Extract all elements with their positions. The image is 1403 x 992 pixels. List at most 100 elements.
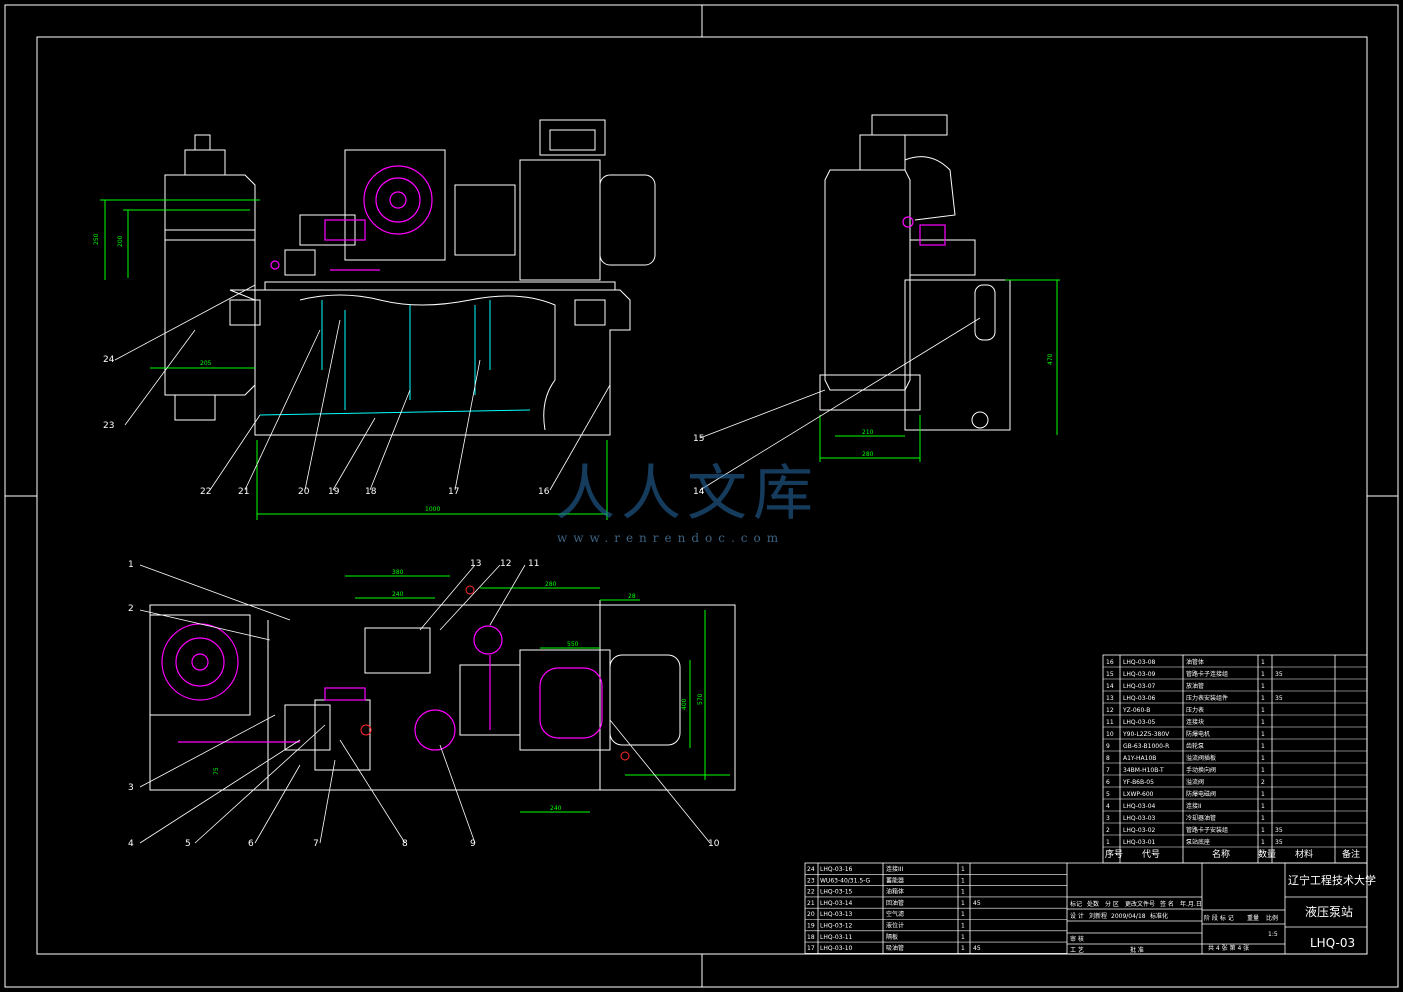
bom-header: 序号 代号 名称 数量 材料 备注 [1105, 848, 1360, 860]
tb-sign: 签 名 [1160, 900, 1174, 908]
bom-upper-code: LHQ-03-02 [1123, 827, 1156, 834]
bom-upper-qty: 1 [1261, 719, 1265, 726]
bom-upper-material: 35 [1275, 671, 1283, 678]
bom-upper-code: LXWP-600 [1123, 791, 1154, 798]
bom-lower-name: 液位计 [886, 922, 904, 930]
bom-lower-qty: 1 [961, 934, 965, 941]
callout-11: 11 [528, 559, 539, 569]
bom-lower-no: 24 [807, 866, 815, 873]
bom-upper-qty: 1 [1261, 803, 1265, 810]
bom-lower-name: 空气滤 [886, 910, 904, 918]
dim-side-width-outer: 280 [862, 451, 874, 458]
weight-label: 重量 [1247, 914, 1259, 922]
bom-upper-code: YF-B6B-05 [1122, 779, 1154, 786]
callout-9: 9 [470, 839, 476, 849]
bom-upper-no: 8 [1106, 755, 1110, 762]
callout-7: 7 [313, 839, 319, 849]
dim-top-e: 28 [628, 593, 636, 600]
bom-upper-no: 4 [1106, 803, 1110, 810]
bom-upper-name: 手动换向阀 [1186, 766, 1216, 774]
bom-upper-name: 齿轮泵 [1186, 742, 1204, 750]
bom-upper-qty: 1 [1261, 683, 1265, 690]
bom-upper-code: GB-63-B1000-R [1123, 743, 1169, 750]
bom-upper-qty: 1 [1261, 659, 1265, 666]
callout-13: 13 [470, 559, 481, 569]
tb-design-date: 2009/04/18 [1111, 913, 1146, 920]
callout-19: 19 [328, 487, 340, 497]
bom-upper-no: 15 [1106, 671, 1114, 678]
top-dimensions [345, 575, 730, 813]
bom-header-code: 代号 [1142, 849, 1160, 860]
bom-upper-qty: 1 [1261, 671, 1265, 678]
bom-upper-qty: 1 [1261, 707, 1265, 714]
bom-lower-qty: 1 [961, 889, 965, 896]
bom-upper-name: 放油管 [1186, 682, 1204, 690]
bom-lower-qty: 1 [961, 923, 965, 930]
bom-header-qty: 数量 [1258, 848, 1276, 860]
bom-upper-no: 13 [1106, 695, 1114, 702]
bom-lower-qty: 1 [961, 911, 965, 918]
callout-2: 2 [128, 604, 134, 614]
drawing-title: 液压泵站 [1305, 904, 1353, 919]
bom-lower-no: 21 [807, 900, 815, 907]
bom-lower-qty: 1 [961, 900, 965, 907]
bom-lower-qty: 1 [961, 945, 965, 952]
bom-lower-code: LHQ-03-13 [820, 911, 853, 918]
drawing-code: LHQ-03 [1310, 936, 1355, 950]
bom-lower-qty: 1 [961, 877, 965, 884]
tb-review: 审 核 [1070, 935, 1084, 943]
bom-lower-no: 22 [807, 889, 815, 896]
tb-design: 设 计 [1070, 912, 1084, 920]
bom-upper-no: 6 [1106, 779, 1110, 786]
callout-4: 4 [128, 839, 134, 849]
bom-upper-qty: 1 [1261, 839, 1265, 846]
top-view-accent [161, 623, 603, 751]
bom-lower-name: 吸油管 [886, 944, 904, 952]
dim-side-height: 470 [1047, 353, 1054, 365]
dim-top-b: 240 [392, 591, 404, 598]
bom-upper-qty: 1 [1261, 743, 1265, 750]
front-dim-labels: 250 200 1000 205 [93, 233, 440, 513]
bom-header-note: 备注 [1342, 848, 1360, 860]
callout-10: 10 [708, 839, 720, 849]
bom-upper-no: 16 [1106, 659, 1114, 666]
sheet-frame [4, 4, 1399, 988]
front-view-accent [270, 165, 433, 271]
top-view [149, 600, 736, 791]
callout-16: 16 [538, 487, 550, 497]
bom-upper-name: 溢流阀 [1186, 778, 1204, 786]
callout-21: 21 [238, 487, 249, 497]
bom-upper-code: LHQ-03-01 [1123, 839, 1156, 846]
bom-upper-name: 防爆电机 [1186, 730, 1210, 738]
bom-lower-code: LHQ-03-16 [820, 866, 853, 873]
bom-upper-no: 1 [1106, 839, 1110, 846]
bom-lower-no: 19 [807, 923, 815, 930]
side-reservoir [824, 169, 911, 391]
callout-1: 1 [128, 560, 134, 570]
tb-approve: 批 准 [1130, 946, 1144, 954]
bom-upper-code: Y90-L2Z5-380V [1122, 731, 1170, 738]
drawing-scale: 1:5 [1268, 931, 1278, 938]
callout-18: 18 [365, 487, 377, 497]
electric-motor [519, 159, 601, 281]
side-view-accent [902, 216, 946, 246]
bom-lower-name: 回油管 [886, 899, 904, 907]
bom-upper-code: LHQ-03-05 [1123, 719, 1156, 726]
bom-lower-no: 18 [807, 934, 815, 941]
side-dim-labels: 470 210 280 [862, 353, 1054, 458]
bom-upper-code: 34BM-H10B-T [1123, 767, 1164, 774]
bom-upper-code: LHQ-03-04 [1123, 803, 1156, 810]
dim-front-overall: 1000 [425, 506, 440, 513]
dim-front-height-outer: 250 [93, 233, 100, 245]
side-dimensions [819, 279, 1060, 462]
bom-upper-qty: 1 [1261, 755, 1265, 762]
bom-upper-qty: 2 [1261, 779, 1265, 786]
side-view [819, 114, 1011, 431]
bom-upper-name: 防爆电磁阀 [1186, 790, 1216, 798]
callout-24: 24 [103, 355, 115, 365]
stage-label: 阶 段 标 记 [1204, 914, 1234, 922]
bom-upper-name: 连接块 [1186, 718, 1204, 726]
sheet-info: 共 4 张 第 4 张 [1208, 944, 1249, 952]
